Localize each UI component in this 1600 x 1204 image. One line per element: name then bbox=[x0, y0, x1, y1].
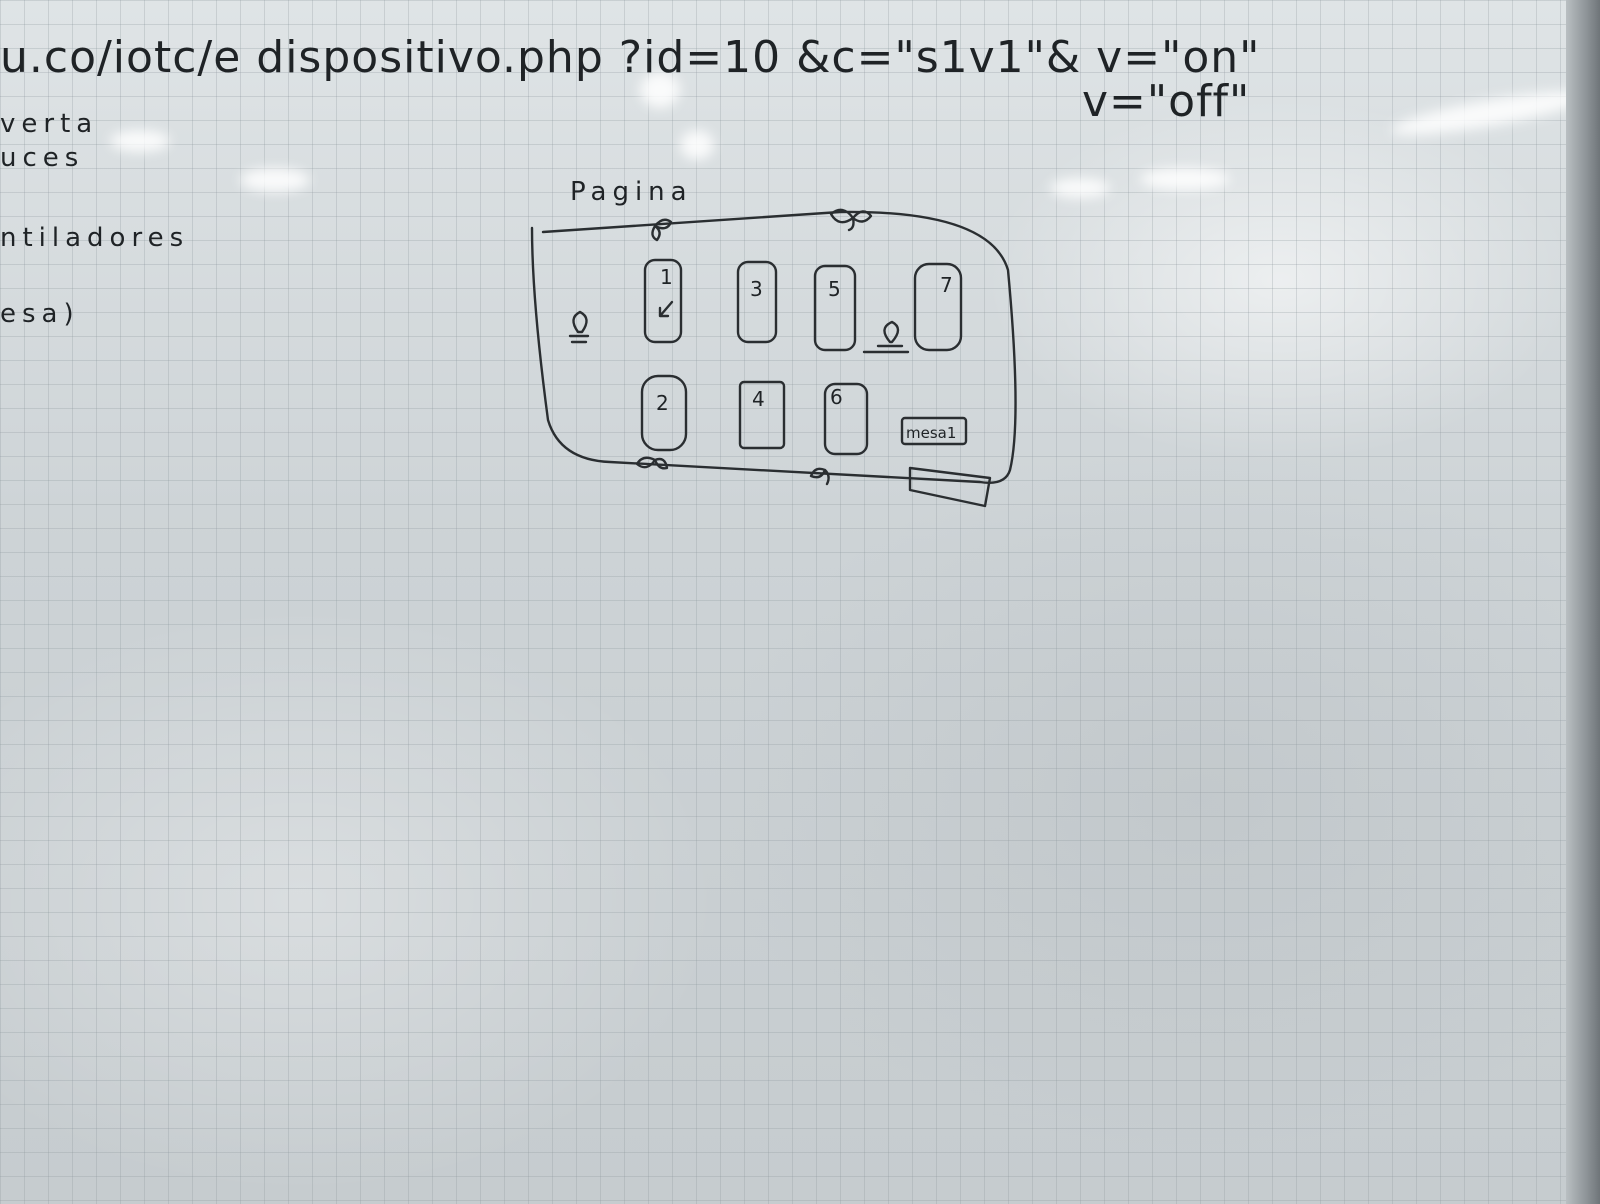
light-glare-6 bbox=[240, 168, 310, 192]
value-off-text: v="off" bbox=[1082, 76, 1250, 127]
note-line-2: uces bbox=[0, 143, 84, 173]
fan-icon bbox=[809, 467, 830, 486]
whiteboard-sketch bbox=[908, 466, 992, 508]
desk-6-number: 6 bbox=[830, 385, 843, 409]
desk-7 bbox=[913, 262, 963, 352]
desk-6 bbox=[823, 382, 869, 456]
board-frame-edge bbox=[1566, 0, 1600, 1204]
url-text: u.co/iotc/e dispositivo.php ?id=10 &c="s… bbox=[0, 32, 1260, 83]
desk-5 bbox=[813, 264, 857, 352]
light-glare-3 bbox=[680, 130, 714, 160]
light-glare-5 bbox=[1050, 178, 1110, 198]
classroom-outline bbox=[530, 210, 1017, 484]
desk-4 bbox=[738, 380, 786, 450]
desk-5-number: 5 bbox=[828, 277, 841, 301]
desk-2 bbox=[640, 374, 688, 452]
fan-icon bbox=[635, 456, 669, 470]
fan-icon bbox=[829, 208, 873, 232]
light-glare-2 bbox=[640, 72, 680, 108]
desk-4-number: 4 bbox=[752, 387, 765, 411]
lamp-icon bbox=[568, 310, 590, 344]
fan-icon bbox=[651, 218, 673, 242]
light-glare-7 bbox=[110, 130, 170, 152]
arrow-icon bbox=[658, 300, 674, 318]
desk-7-number: 7 bbox=[940, 273, 953, 297]
light-glare-4 bbox=[1140, 168, 1230, 190]
diagram-title: Pagina bbox=[570, 177, 693, 207]
note-line-1: verta bbox=[0, 109, 98, 139]
desk-3 bbox=[736, 260, 778, 344]
teacher-desk-label: mesa1 bbox=[906, 424, 956, 442]
desk-2-number: 2 bbox=[656, 391, 669, 415]
desk-3-number: 3 bbox=[750, 277, 763, 301]
desk-1-number: 1 bbox=[660, 265, 673, 289]
lamp-icon bbox=[862, 320, 910, 354]
desk-1 bbox=[643, 258, 683, 344]
note-line-3: ntiladores bbox=[0, 223, 189, 253]
teacher-desk bbox=[900, 416, 968, 446]
note-line-4: esa) bbox=[0, 299, 80, 329]
